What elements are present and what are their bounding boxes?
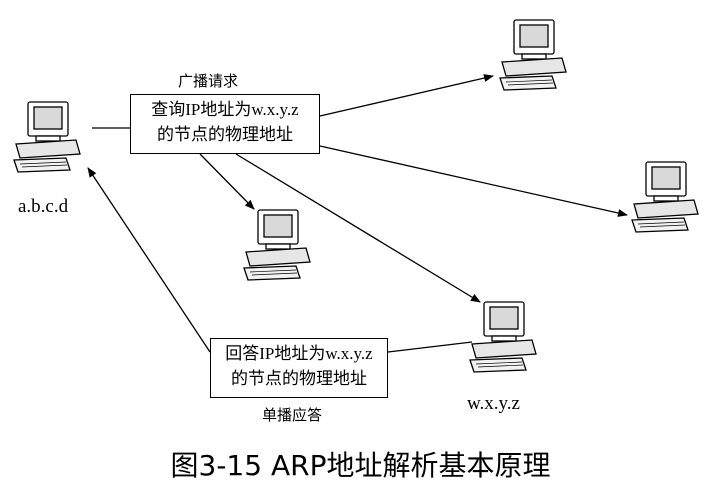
computer-icon	[631, 161, 699, 233]
unicast-line-1: 回答IP地址为w.x.y.z	[225, 344, 373, 363]
broadcast-request-box: 查询IP地址为w.x.y.z 的节点的物理地址	[130, 94, 320, 154]
broadcast-line-2: 的节点的物理地址	[157, 125, 293, 144]
broadcast-arrow-middle	[199, 153, 255, 210]
reply-arrow-to-source	[87, 167, 211, 353]
figure-caption: 图3-15 ARP地址解析基本原理	[170, 449, 551, 482]
broadcast-arrow-top-right	[319, 74, 494, 117]
broadcast-arrow-target	[235, 153, 481, 303]
unicast-line-2: 的节点的物理地址	[231, 369, 367, 388]
unicast-label: 单播应答	[262, 406, 323, 424]
unicast-reply-box: 回答IP地址为w.x.y.z 的节点的物理地址	[210, 338, 388, 398]
computer-icon	[243, 209, 311, 281]
broadcast-line-1: 查询IP地址为w.x.y.z	[151, 100, 299, 119]
target-address-label: w.x.y.z	[467, 393, 520, 414]
reply-line	[387, 341, 473, 353]
computer-icon	[13, 101, 81, 173]
computer-icon	[469, 301, 537, 373]
source-address-label: a.b.c.d	[18, 196, 69, 217]
broadcast-arrow-right	[319, 145, 628, 217]
broadcast-label: 广播请求	[178, 72, 239, 90]
computer-icon	[499, 19, 567, 91]
